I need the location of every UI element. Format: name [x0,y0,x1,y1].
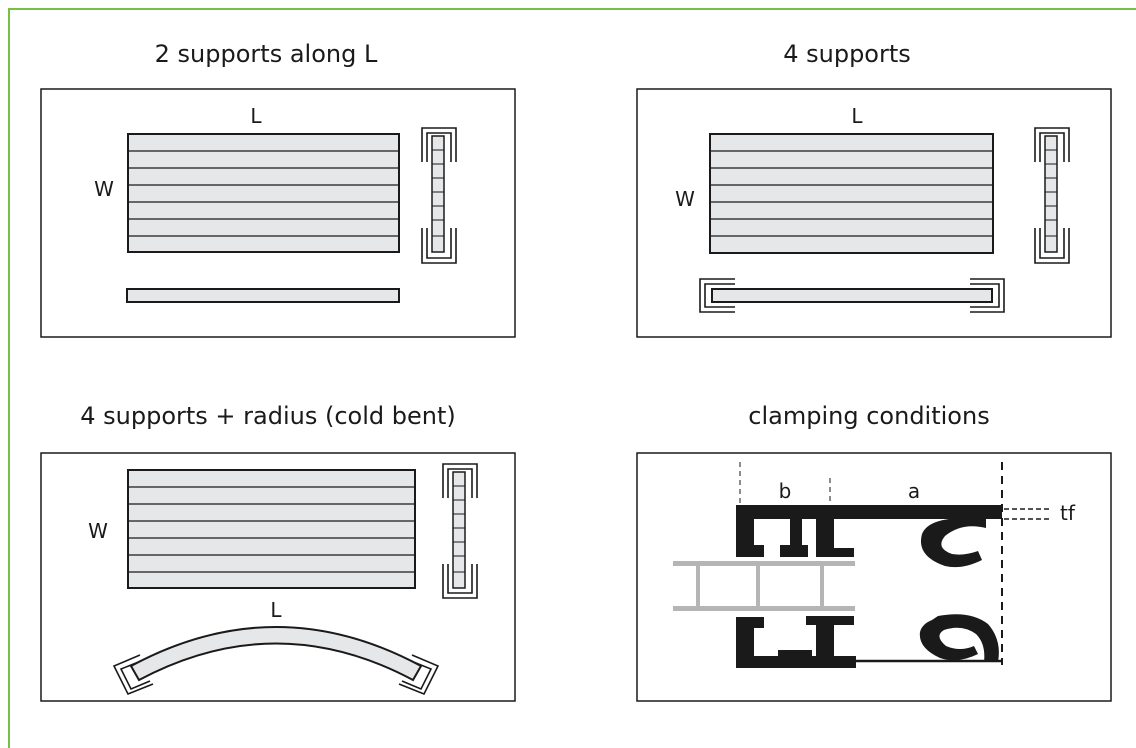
panel-2-glass-section [699,278,1005,313]
panel-3-side-section [442,463,478,599]
grey-glass-frame [673,561,855,611]
panel-3: L W [40,452,516,702]
panel-2: L W [636,88,1112,338]
panel-2-side-section [1034,127,1070,264]
panel-3-curved-glass [112,626,440,696]
dimension-lines [739,462,1052,665]
outer-frame [8,8,1136,748]
dimension-a-label: a [908,479,920,503]
panel-3-label-w: W [88,519,108,543]
upper-clamp-profile [736,505,1002,568]
panel-1: L W [40,88,516,338]
panel-3-title: 4 supports + radius (cold bent) [80,402,456,430]
panel-3-label-l: L [270,598,282,622]
panel-1-side-section [421,127,457,264]
dimension-tf-label: tf [1060,501,1076,525]
panel-4-title: clamping conditions [748,402,990,430]
dimension-b-label: b [779,479,792,503]
panel-3-glass-plan [127,469,416,589]
panel-1-label-l: L [250,104,262,128]
lower-clamp-profile [736,614,1002,668]
panel-2-glass-plan [709,133,994,254]
panel-4-box [636,452,1112,702]
panel-1-title: 2 supports along L [154,40,378,68]
panel-4: b a tf [636,452,1112,702]
panel-2-title: 4 supports [783,40,911,68]
panel-1-glass-plan [127,133,400,253]
panel-2-label-l: L [851,104,863,128]
panel-1-glass-section [126,288,400,303]
panel-2-label-w: W [675,187,695,211]
panel-1-label-w: W [94,177,114,201]
